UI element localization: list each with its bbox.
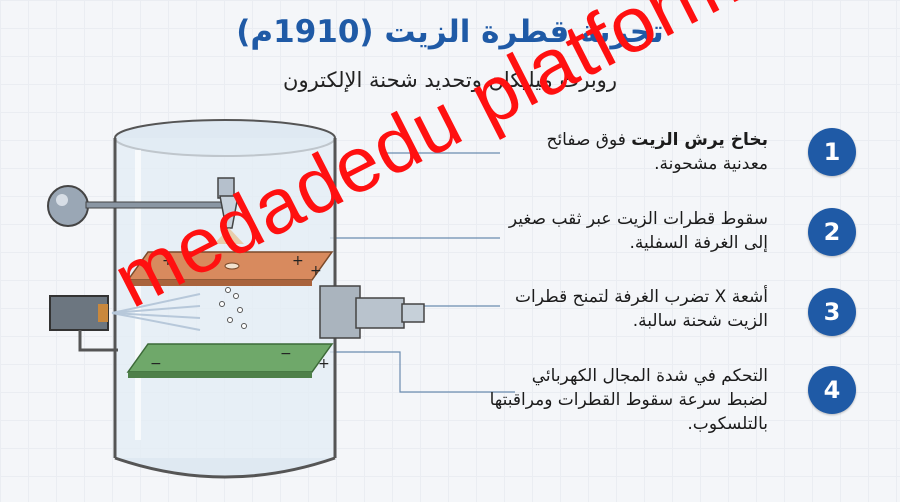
- oil-droplets: [219, 287, 247, 329]
- step-1-text: بخاخ يرش الزيت فوق صفائح معدنية مشحونة.: [488, 128, 768, 176]
- page-title: تجربة قطرة الزيت (1910م): [236, 14, 664, 50]
- step-3-label: أشعة X تضرب الغرفة لتمنح قطرات: [515, 287, 768, 307]
- spray-icon: [214, 228, 244, 244]
- step-2-line2: إلى الغرفة السفلية.: [629, 233, 768, 253]
- step-3-badge: 3: [808, 288, 856, 336]
- bottom-plate-sign-2: −: [280, 346, 292, 362]
- telescope-icon: [355, 297, 405, 329]
- step-4-line3: بالتلسكوب.: [687, 414, 768, 434]
- plate-hole: [224, 262, 240, 270]
- step-3-line2: الزيت شحنة سالبة.: [632, 311, 768, 331]
- atomizer-bulb: [47, 185, 89, 227]
- step-4-text: التحكم في شدة المجال الكهربائي لضبط سرعة…: [458, 364, 768, 436]
- step-2-text: سقوط قطرات الزيت عبر ثقب صغير إلى الغرفة…: [468, 207, 768, 255]
- step-2-badge: 2: [808, 208, 856, 256]
- step-1-bold: بخاخ يرش الزيت: [631, 130, 768, 150]
- step-1-line2: معدنية مشحونة.: [654, 154, 768, 174]
- page-subtitle: روبرت ميليكان وتحديد شحنة الإلكترون: [283, 68, 617, 92]
- step-4-badge: 4: [808, 366, 856, 414]
- step-4-line2: لضبط سرعة سقوط القطرات ومراقبتها: [489, 390, 768, 410]
- telescope-mount: [319, 285, 361, 339]
- step-2-label: سقوط قطرات الزيت عبر ثقب صغير: [508, 209, 768, 229]
- top-plate-sign-2: +: [292, 253, 304, 269]
- step-4-label: التحكم في شدة المجال الكهربائي: [531, 366, 768, 386]
- top-plate-sign-3: +: [310, 263, 322, 279]
- step-1-badge: 1: [808, 128, 856, 176]
- xray-beams: [111, 293, 201, 331]
- step-3-text: أشعة X تضرب الغرفة لتمنح قطرات الزيت شحن…: [468, 285, 768, 333]
- bottom-plate-sign-3: +: [318, 356, 330, 372]
- step-1-label: فوق صفائح: [546, 130, 626, 150]
- top-plate-sign-1: +: [162, 253, 174, 269]
- bottom-plate-sign-1: −: [150, 356, 162, 372]
